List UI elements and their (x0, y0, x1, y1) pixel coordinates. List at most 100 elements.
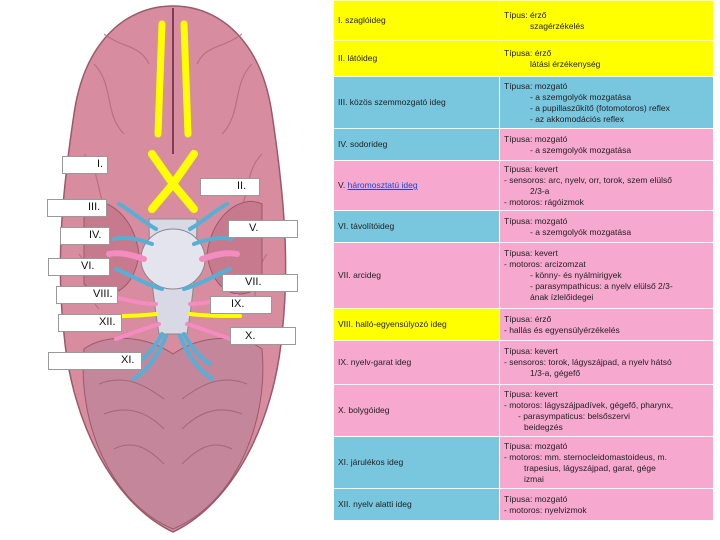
pons (140, 228, 206, 290)
nerve-description: Típusa: mozgató - a szemgolyók mozgatása… (499, 76, 714, 129)
nerve-detail: - motoros: lágyszájpadívek, gégefő, phar… (504, 399, 674, 410)
nerve-detail: szagérzékelés (530, 20, 585, 31)
label-VI: VI. (81, 260, 95, 272)
label-VIII: VIII. (93, 288, 113, 300)
nerve-description: Típusa: kevert - motoros: arcizomzat - k… (499, 242, 714, 309)
nerve-detail: 2/3-a (530, 185, 550, 196)
nerve-description: Típusa: érző - hallás és egyensúlyérzéke… (499, 308, 714, 341)
cerebellum (82, 337, 264, 530)
nerve-detail: - sensoros: arc, nyelv, orr, torok, szem… (504, 174, 673, 185)
nerve-detail: 1/3-a, gégefő (530, 368, 581, 378)
table-row: V. háromosztatú ideg Típusa: kevert - se… (333, 160, 714, 211)
nerve-detail: ának ízlelőidegei (530, 292, 594, 302)
cranial-nerve-table: I. szaglóideg Típus: érző szagérzékelés … (333, 0, 714, 521)
olfactory-tract-right (180, 20, 192, 138)
nerve-description: Típusa: mozgató - a szemgolyók mozgatása (499, 210, 714, 243)
table-row: I. szaglóideg Típus: érző szagérzékelés (333, 0, 714, 41)
label-III: III. (88, 201, 101, 213)
nerve-detail: - motoros: nyelvizmok (504, 504, 587, 515)
table-row: VII. arcideg Típusa: kevert - motoros: a… (333, 242, 714, 309)
table-row: XI. járulékos ideg Típusa: mozgató - mot… (333, 436, 714, 489)
nerve-detail: - a szemgolyók mozgatása (530, 91, 632, 102)
nerve-detail: - motoros: mm. sternocleidomastoideus, m… (504, 451, 667, 462)
nerve-description: Típusa: érző látási érzékenység (499, 40, 714, 77)
nerve-type: Típusa: érző (504, 313, 552, 324)
label-box-VII: VII. (222, 274, 298, 292)
nerve-detail: - könny- és nyálmirigyek (530, 270, 622, 280)
label-box-X: X. (230, 327, 296, 345)
olfactory-tract-left (154, 20, 166, 138)
nerve-type: Típus: érző (504, 9, 547, 20)
nerve-description: Típusa: kevert - sensoros: torok, lágysz… (499, 340, 714, 385)
nerve-name: II. látóideg (333, 40, 500, 77)
nerve-type: Típusa: mozgató (504, 493, 568, 504)
trigeminal-link[interactable]: háromosztatú ideg (347, 180, 418, 190)
nerve-detail: - a szemgolyók mozgatása (530, 226, 632, 237)
brain-base-illustration (44, 4, 302, 534)
nerve-type: Típusa: kevert (504, 388, 558, 399)
label-box-XI: XI. (48, 352, 142, 370)
label-XI: XI. (121, 354, 135, 366)
nerve-description: Típusa: mozgató - a szemgolyók mozgatása (499, 128, 714, 161)
nerve-name: I. szaglóideg (333, 0, 500, 41)
nerve-name: XII. nyelv alatti ideg (333, 488, 500, 521)
table-row: III. közös szemmozgató ideg Típusa: mozg… (333, 76, 714, 129)
nerve-type: Típusa: mozgató (504, 133, 568, 144)
label-V: V. (249, 222, 259, 234)
nerve-detail: beidegzés (524, 421, 563, 432)
label-I: I. (97, 158, 104, 170)
nerve-detail: - a pupillaszűkítő (fotomotoros) reflex (530, 102, 670, 113)
nerve-type: Típusa: kevert (504, 346, 558, 356)
nerve-name: VIII. halló-egyensúlyozó ideg (333, 308, 500, 341)
nerve-type: Típusa: mozgató (504, 80, 568, 91)
table-row: II. látóideg Típusa: érző látási érzéken… (333, 40, 714, 77)
label-IX: IX. (231, 298, 245, 310)
nerve-name: III. közös szemmozgató ideg (333, 76, 500, 129)
table-row: VI. távolítóideg Típusa: mozgató - a sze… (333, 210, 714, 243)
label-box-VIII: VIII. (56, 286, 118, 304)
nerve-type: Típusa: mozgató (504, 440, 568, 451)
nerve-description: Típusa: kevert - motoros: lágyszájpadíve… (499, 384, 714, 437)
nerve-description: Típusa: mozgató - motoros: nyelvizmok (499, 488, 714, 521)
brain-drawing (59, 5, 287, 533)
label-VII: VII. (245, 276, 262, 288)
nerve-detail: - parasympaticus: belsőszervi (518, 410, 630, 421)
label-box-IV: IV. (60, 227, 110, 245)
table-row: IX. nyelv-garat ideg Típusa: kevert - se… (333, 340, 714, 385)
nerve-name: IX. nyelv-garat ideg (333, 340, 500, 385)
label-box-XII: XII. (58, 314, 122, 332)
nerve-detail: trapesius, lágyszájpad, garat, gége (524, 462, 656, 473)
table-row: IV. sodorideg Típusa: mozgató - a szemgo… (333, 128, 714, 161)
label-box-III: III. (47, 199, 107, 217)
nerve-detail: - hallás és egyensúlyérzékelés (504, 324, 620, 335)
nerve-detail: izmai (524, 473, 544, 484)
nerve-name: V. háromosztatú ideg (333, 160, 500, 211)
label-II: II. (237, 180, 247, 192)
label-box-IX: IX. (210, 296, 272, 314)
nerve-description: Típusa: kevert - sensoros: arc, nyelv, o… (499, 160, 714, 211)
nerve-name: XI. járulékos ideg (333, 436, 500, 489)
nerve-name: VII. arcideg (333, 242, 500, 309)
label-XII: XII. (99, 316, 116, 328)
nerve-detail: - motoros: arcizomzat (504, 259, 586, 269)
nerve-name: IV. sodorideg (333, 128, 500, 161)
label-X: X. (245, 330, 256, 342)
nerve-type: Típusa: érző (504, 47, 552, 58)
nerve-type: Típusa: kevert (504, 248, 558, 258)
nerve-name-prefix: V. (338, 180, 348, 190)
nerve-detail: látási érzékenység (530, 58, 601, 69)
table-row: VIII. halló-egyensúlyozó ideg Típusa: ér… (333, 308, 714, 341)
label-IV: IV. (89, 229, 102, 241)
nerve-type: Típusa: mozgató (504, 215, 568, 226)
nerve-detail: - az akkomodációs reflex (530, 113, 625, 124)
nerve-detail: - motoros: rágóizmok (504, 196, 584, 207)
nerve-name: VI. távolítóideg (333, 210, 500, 243)
label-box-II: II. (200, 178, 260, 196)
optic-nerves (148, 150, 198, 213)
nerve-name: X. bolygóideg (333, 384, 500, 437)
label-box-I: I. (62, 156, 108, 174)
nerve-detail: - parasympathicus: a nyelv elülső 2/3- (530, 281, 673, 291)
table-row: XII. nyelv alatti ideg Típusa: mozgató -… (333, 488, 714, 521)
nerve-description: Típusa: mozgató - motoros: mm. sternocle… (499, 436, 714, 489)
nerve-type: Típusa: kevert (504, 163, 558, 174)
